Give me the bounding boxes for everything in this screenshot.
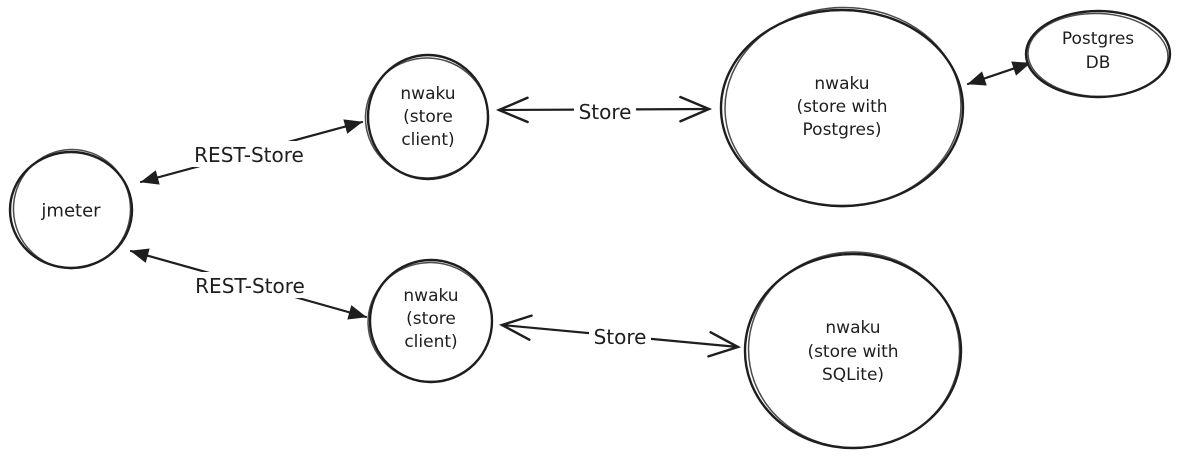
edge-rest-store-bottom: REST-Store <box>129 248 368 320</box>
edge-label-store-bottom: Store <box>594 325 647 349</box>
node-jmeter: jmeter <box>8 148 134 270</box>
node-store-postgres-label-line1: nwaku <box>814 74 869 94</box>
node-store-postgres-sketch <box>724 6 962 208</box>
node-store-sqlite-label-line3: SQLite) <box>822 365 884 385</box>
node-store-client-top-label-line2: (store <box>403 107 453 127</box>
node-store-client-top-sketch <box>364 57 490 179</box>
edge-postgres-link <box>966 61 1032 86</box>
edge-label-store-top: Store <box>579 100 632 124</box>
node-postgres-db-sketch <box>1027 12 1169 98</box>
edge-label-rest-store-bottom: REST-Store <box>195 274 305 298</box>
node-store-postgres-label-line2: (store with <box>796 97 887 117</box>
node-store-sqlite-sketch <box>747 251 961 449</box>
node-store-client-bottom-label-line3: client) <box>404 332 457 352</box>
node-postgres-db-label-line1: Postgres <box>1062 29 1134 49</box>
edge-label-bg <box>185 141 314 167</box>
node-store-client-top-label-line3: client) <box>401 130 454 150</box>
node-store-sqlite: nwaku (store with SQLite) <box>743 251 963 450</box>
node-jmeter-sketch <box>12 148 132 270</box>
edge-store-top: Store <box>495 95 713 124</box>
node-store-client-bottom-label-line2: (store <box>406 309 456 329</box>
node-store-sqlite-label-line1: nwaku <box>825 318 880 338</box>
node-store-sqlite-label-line2: (store with <box>807 342 898 362</box>
node-store-postgres: nwaku (store with Postgres) <box>719 6 965 208</box>
node-store-client-bottom-label-line1: nwaku <box>403 286 458 306</box>
edge-store-bottom: Store <box>498 314 742 358</box>
arrow-postgres-link <box>966 61 1032 86</box>
node-store-postgres-label-line3: Postgres) <box>803 120 882 140</box>
node-store-client-bottom: nwaku (store client) <box>367 258 494 384</box>
edge-label-rest-store-top: REST-Store <box>194 143 304 167</box>
node-postgres-db: Postgres DB <box>1024 9 1172 99</box>
edge-label-bg <box>574 99 636 124</box>
edge-label-bg <box>589 324 651 349</box>
node-postgres-db-label-line2: DB <box>1086 53 1111 73</box>
edge-rest-store-top: REST-Store <box>139 119 364 185</box>
node-store-client-bottom-sketch <box>367 261 493 383</box>
node-store-client-top-label-line1: nwaku <box>400 84 455 104</box>
node-jmeter-label: jmeter <box>40 201 101 222</box>
node-store-client-top: nwaku (store client) <box>364 53 490 181</box>
edge-label-bg <box>186 272 315 298</box>
